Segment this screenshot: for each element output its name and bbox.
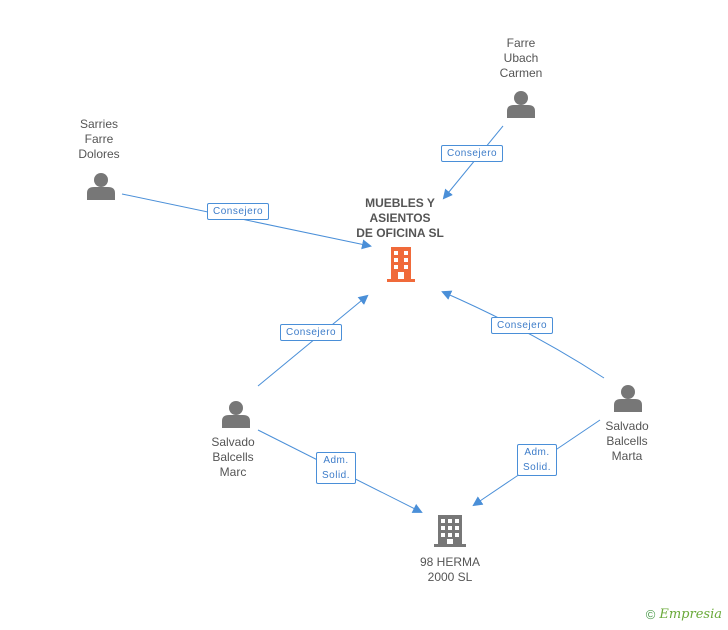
person-icon-farre: [507, 91, 535, 118]
edge-label-sarries-main: Consejero: [207, 203, 270, 220]
brand-name: Empresia: [659, 607, 722, 622]
person-label-sarries[interactable]: Sarries Farre Dolores: [78, 117, 120, 161]
brand-watermark: © Empresia: [646, 607, 722, 622]
person-icon-marc: [222, 401, 250, 428]
edge-sarries-main: [121, 193, 372, 250]
person-icon-sarries: [87, 173, 115, 200]
copyright-symbol: ©: [645, 607, 656, 622]
person-icon-marta: [614, 385, 642, 412]
person-label-farre[interactable]: Farre Ubach Carmen: [499, 36, 543, 80]
building-icon-sub: [434, 515, 466, 547]
edge-farre-main: [442, 125, 504, 200]
company-label-main[interactable]: MUEBLES Y ASIENTOS DE OFICINA SL: [356, 196, 444, 240]
edge-label-marta-sub: Adm. Solid.: [517, 444, 558, 476]
person-label-marta[interactable]: Salvado Balcells Marta: [605, 419, 649, 463]
edge-label-marc-main: Consejero: [280, 324, 343, 341]
person-label-marc[interactable]: Salvado Balcells Marc: [211, 435, 255, 479]
edge-marc-main: [257, 294, 369, 387]
edge-label-farre-main: Consejero: [441, 145, 504, 162]
edge-label-marta-main: Consejero: [491, 317, 554, 334]
edge-label-marc-sub: Adm. Solid.: [316, 452, 357, 484]
building-icon-main: [387, 247, 415, 282]
edge-marta-main: [441, 290, 605, 379]
company-label-sub[interactable]: 98 HERMA 2000 SL: [419, 555, 481, 584]
